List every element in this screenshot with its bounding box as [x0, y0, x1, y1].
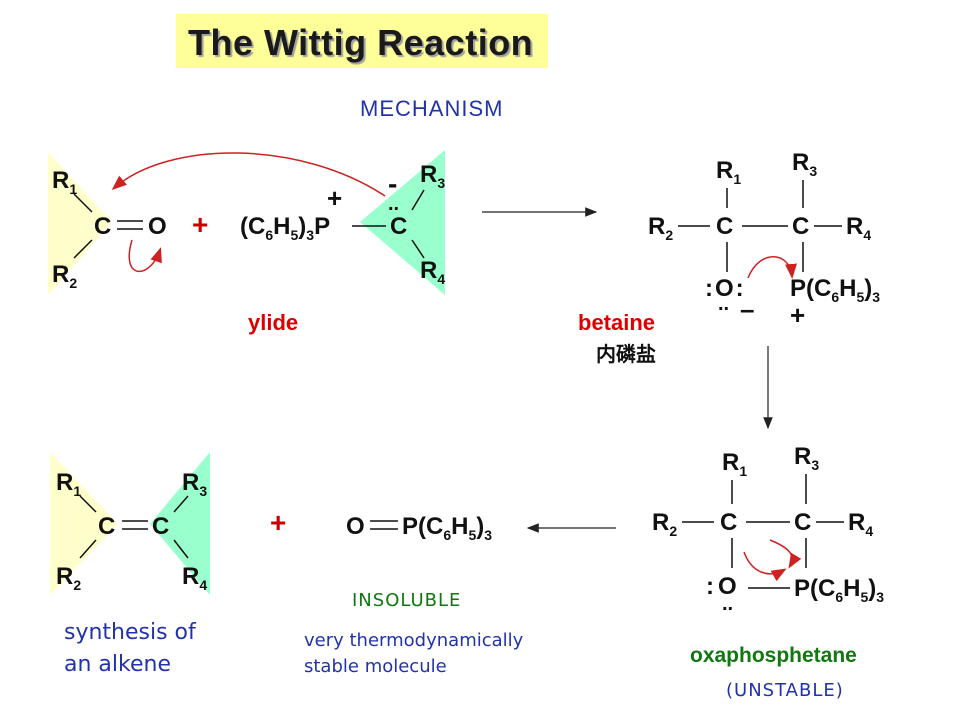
insoluble-label: INSOLUBLE [352, 590, 462, 611]
ylide-highlight [360, 150, 445, 295]
atom-c-left: C [716, 213, 733, 240]
phosphorus-charge: + [327, 183, 342, 213]
phosphonium-charge: + [790, 300, 805, 330]
oxaphosphetane-label: oxaphosphetane [690, 644, 857, 667]
atom-r2: R2 [648, 213, 673, 243]
atom-r1: R1 [716, 157, 741, 187]
atom-r2: R2 [56, 563, 81, 593]
atom-r4: R4 [846, 213, 871, 243]
atom-r1: R1 [722, 449, 747, 479]
atom-r4: R4 [420, 257, 445, 287]
plus-sign-1: + [192, 209, 208, 240]
page-title: The Wittig Reaction [188, 22, 534, 63]
atom-r3: R3 [182, 469, 207, 499]
bond-shift-arrow-1 [769, 539, 802, 569]
betaine-molecule: R1 R3 R2 R4 C C :O: .. – P(C6H5)3 + [648, 149, 880, 330]
unstable-label: (UNSTABLE) [726, 680, 844, 701]
atom-r4: R4 [848, 509, 873, 539]
atom-r3: R3 [792, 149, 817, 179]
stable-note-line2: stable molecule [304, 656, 447, 677]
oxide-oxygen: O [346, 513, 365, 540]
ring-oxygen: :O [706, 573, 737, 600]
atom-r2: R2 [52, 261, 77, 291]
mechanism-heading: MECHANISM [360, 96, 504, 121]
oxygen-attack-arrow [747, 256, 797, 279]
oxide-phosphorus: P(C6H5)3 [402, 513, 492, 543]
atom-r2: R2 [652, 509, 677, 539]
carbanion-charge: - [388, 168, 397, 199]
ylide-label: ylide [248, 310, 299, 335]
betaine-oxygen: :O: [705, 275, 744, 302]
oxygen-lone-pair: .. [722, 593, 733, 615]
alkene-ylide-highlight [150, 452, 210, 595]
oxaphosphetane-molecule: R1 R3 R2 R4 C C :O .. P(C6H5)3 [652, 443, 884, 615]
alkene-carbon-right: C [152, 513, 169, 540]
oxygen-lone-pair: .. [718, 293, 729, 315]
alkene-note-line1: synthesis of [64, 620, 196, 645]
alkene-carbonyl-highlight [50, 452, 118, 595]
atom-r4: R4 [182, 563, 207, 593]
lone-pair: .. [388, 193, 399, 215]
phosphine-oxide-molecule: O P(C6H5)3 [346, 513, 492, 543]
carbonyl-highlight [48, 152, 112, 295]
atom-c: C [94, 213, 111, 240]
ylide-carbon: C [390, 213, 407, 240]
betaine-chinese-label: 内磷盐 [596, 342, 656, 366]
atom-o: O [148, 213, 167, 240]
atom-c-left: C [720, 509, 737, 536]
oxide-charge: – [740, 294, 754, 324]
alkene-carbon-left: C [98, 513, 115, 540]
atom-c-right: C [792, 213, 809, 240]
atom-r3: R3 [794, 443, 819, 473]
alkene-note-line2: an alkene [64, 652, 171, 677]
title-highlight [176, 14, 548, 68]
atom-r3: R3 [420, 161, 445, 191]
atom-r1: R1 [56, 469, 81, 499]
ylide-molecule: (C6H5)3P C R3 R4 + - .. [240, 161, 445, 287]
plus-sign-2: + [270, 507, 286, 538]
betaine-label: betaine [578, 310, 656, 335]
stable-note-line1: very thermodynamically [304, 630, 524, 651]
alkene-molecule: R1 R2 R3 R4 C C [56, 469, 207, 593]
carbonyl-molecule: R1 R2 C O [52, 167, 167, 291]
carbonyl-shift-arrow [128, 239, 162, 273]
atom-c-right: C [794, 509, 811, 536]
ring-phosphorus: P(C6H5)3 [794, 575, 884, 605]
triphenyl-group: (C6H5)3P [240, 213, 330, 243]
betaine-phosphonium: P(C6H5)3 [790, 275, 880, 305]
ylide-attack-arrow [111, 152, 386, 197]
atom-r1: R1 [52, 167, 77, 197]
bond-shift-arrow-2 [743, 551, 787, 582]
